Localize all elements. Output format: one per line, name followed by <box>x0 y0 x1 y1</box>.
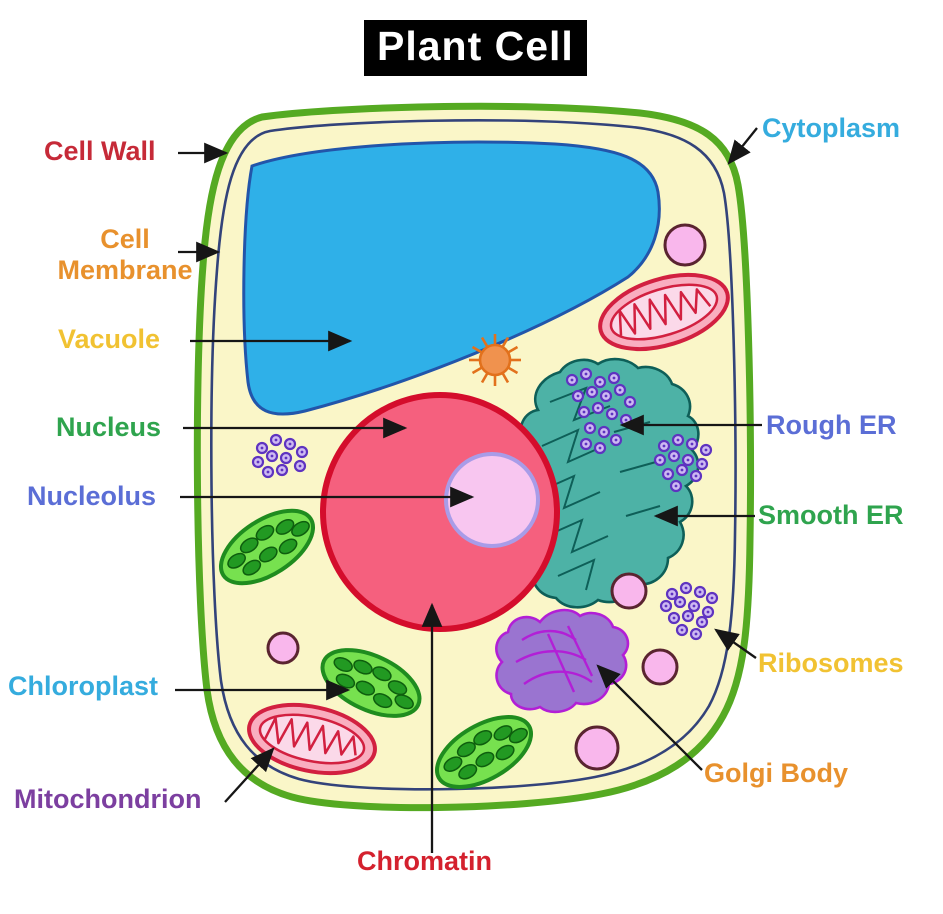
peroxisome-sun-shape <box>469 334 521 386</box>
label-rough-er: Rough ER <box>766 410 897 440</box>
cytoplasm-arrow <box>727 127 758 165</box>
mitochondrion-shape <box>247 702 377 776</box>
label-cytoplasm: Cytoplasm <box>762 113 901 143</box>
label-vacuole: Vacuole <box>58 324 161 354</box>
pointer-arrows <box>175 127 762 853</box>
label-chromatin: Chromatin <box>357 846 492 876</box>
page-title: Plant Cell <box>364 20 587 76</box>
label-nucleus: Nucleus <box>56 412 162 442</box>
label-smooth-er: Smooth ER <box>758 500 904 530</box>
mitochondrion-arrow <box>224 747 275 803</box>
label-golgi-body: Golgi Body <box>704 758 848 788</box>
golgi-body-shape <box>495 608 630 714</box>
label-chloroplast: Chloroplast <box>8 671 159 701</box>
label-cell-membrane: Cell Membrane <box>57 224 193 286</box>
cell-membrane-shape <box>210 119 737 791</box>
mitochondrion-shape <box>598 273 730 351</box>
label-cell-wall: Cell Wall <box>44 136 156 166</box>
ribosomes-arrow <box>714 628 757 659</box>
chloroplast-shape <box>434 715 534 789</box>
label-nucleolus: Nucleolus <box>27 481 157 511</box>
chloroplast-shape <box>218 508 316 586</box>
golgi-body-arrow <box>596 664 703 771</box>
label-mitochondrion: Mitochondrion <box>14 784 202 814</box>
label-ribosomes: Ribosomes <box>758 648 904 678</box>
vesicle-shape <box>266 223 707 771</box>
nucleolus-shape <box>444 452 540 548</box>
